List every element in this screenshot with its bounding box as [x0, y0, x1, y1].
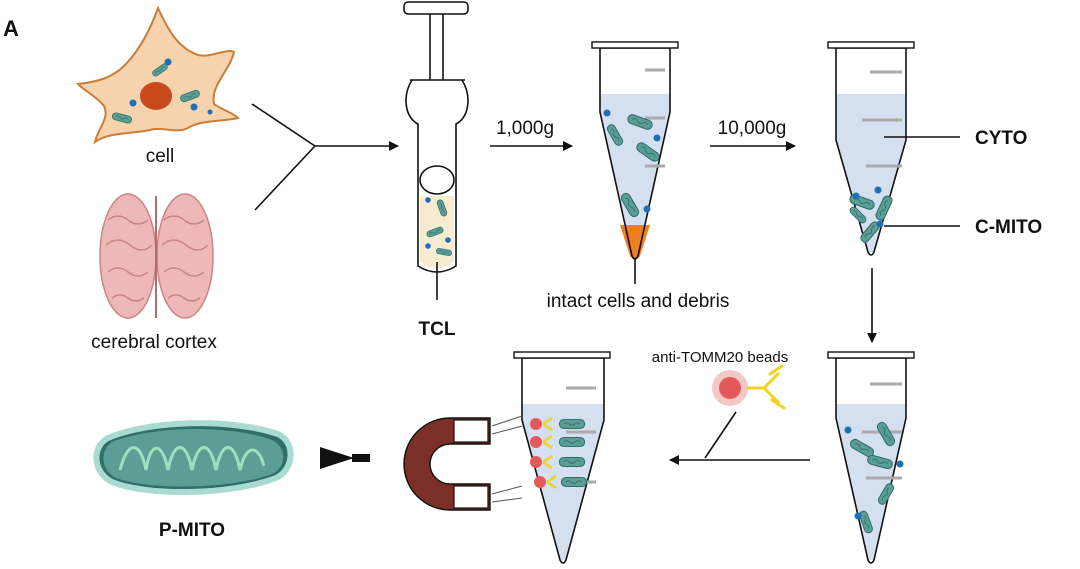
beads-label: anti-TOMM20 beads	[652, 349, 788, 366]
bead-antibody-icon	[712, 364, 786, 410]
spin2-label: 10,000g	[718, 118, 787, 139]
purified-mitochondrion-icon	[93, 420, 294, 495]
cerebral-cortex-illustration	[99, 193, 214, 319]
cell-label: cell	[146, 146, 175, 167]
tcl-label: TCL	[419, 319, 456, 340]
cyto-label: CYTO	[975, 128, 1027, 149]
tube-4	[513, 351, 611, 564]
homogenizer-illustration	[403, 1, 469, 300]
spin1-label: 1,000g	[496, 118, 554, 139]
tube-3	[827, 351, 915, 564]
cortex-label: cerebral cortex	[91, 332, 217, 353]
panel-label: A	[3, 16, 19, 41]
tube-2	[827, 41, 960, 256]
magnet-icon	[403, 415, 523, 511]
beads-arrow	[669, 411, 810, 465]
nucleus-icon	[140, 82, 172, 110]
pellet1-label: intact cells and debris	[547, 291, 730, 312]
cell-illustration	[75, 5, 240, 145]
merge-arrow	[251, 103, 399, 211]
cmito-label: C-MITO	[975, 217, 1042, 238]
tube-1	[591, 41, 679, 284]
pmito-label: P-MITO	[159, 520, 225, 541]
